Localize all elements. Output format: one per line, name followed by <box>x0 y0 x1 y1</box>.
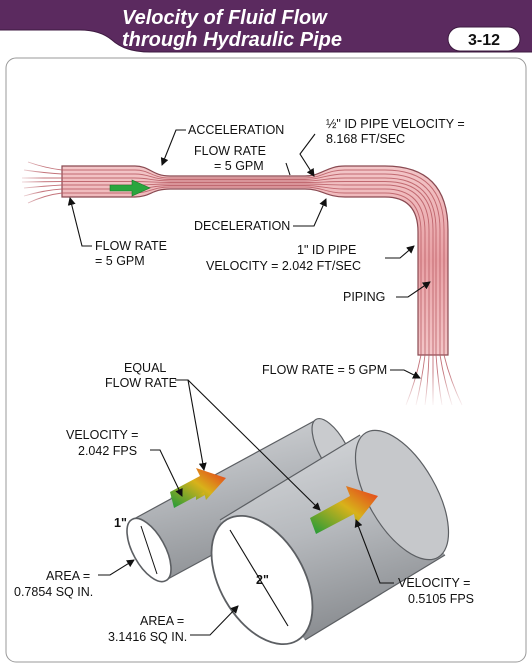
small-cylinder-body <box>132 420 350 580</box>
mid-flow-rate-label-2: = 5 GPM <box>214 159 264 173</box>
top-leaders <box>67 129 431 379</box>
mid-flow-rate-label-1: FLOW RATE <box>194 144 266 158</box>
piping-label: PIPING <box>343 290 385 304</box>
large-area-label-2: 3.1416 SQ IN. <box>108 630 187 644</box>
outlet-streamlines <box>400 354 470 408</box>
figure-number-badge <box>447 26 521 52</box>
large-cylinder: 2" <box>210 429 450 646</box>
large-velocity-label-1: VELOCITY = <box>398 576 470 590</box>
flow-rate-label: FLOW RATE <box>105 376 177 390</box>
large-velocity-arrow <box>310 486 378 534</box>
large-pipe-label-2: VELOCITY = 2.042 FT/SEC <box>206 259 361 273</box>
panel-border <box>5 57 527 663</box>
small-velocity-label-2: 2.042 FPS <box>78 444 137 458</box>
title-line-2: through Hydraulic Pipe <box>122 29 342 51</box>
deceleration-label: DECELERATION <box>194 219 290 233</box>
bottom-labels: EQUAL FLOW RATE VELOCITY = 2.042 FPS ARE… <box>14 361 474 644</box>
small-diameter-label: 1" <box>114 516 127 530</box>
top-labels: ACCELERATION ½" ID PIPE VELOCITY = 8.168… <box>95 117 465 377</box>
small-area-label-1: AREA = <box>46 569 90 583</box>
small-pipe-velocity-label-2: 8.168 FT/SEC <box>326 132 405 146</box>
small-velocity-label-1: VELOCITY = <box>66 428 138 442</box>
inlet-flow-rate-label-1: FLOW RATE <box>95 239 167 253</box>
small-velocity-arrow <box>170 468 226 508</box>
acceleration-label: ACCELERATION <box>188 123 284 137</box>
inlet-flow-rate-label-2: = 5 GPM <box>95 254 145 268</box>
large-diameter-label: 2" <box>256 573 269 587</box>
large-velocity-label-2: 0.5105 FPS <box>408 592 474 606</box>
header-bar: Velocity of Fluid Flow through Hydraulic… <box>0 0 532 53</box>
outlet-flow-rate-label: FLOW RATE = 5 GPM <box>262 363 387 377</box>
title-line-1: Velocity of Fluid Flow <box>122 7 328 29</box>
small-area-label-2: 0.7854 SQ IN. <box>14 585 93 599</box>
flow-streamlines <box>62 169 445 355</box>
bottom-leaders <box>98 379 394 636</box>
small-pipe-velocity-label-1: ½" ID PIPE VELOCITY = <box>326 117 465 131</box>
large-pipe-label-1: 1" ID PIPE <box>297 243 356 257</box>
pipe-diagram <box>14 158 470 408</box>
inlet-streamlines <box>14 158 63 208</box>
large-area-label-1: AREA = <box>140 614 184 628</box>
figure-number: 3-12 <box>468 32 500 49</box>
equal-label: EQUAL <box>124 361 166 375</box>
flow-direction-arrow <box>109 179 151 197</box>
